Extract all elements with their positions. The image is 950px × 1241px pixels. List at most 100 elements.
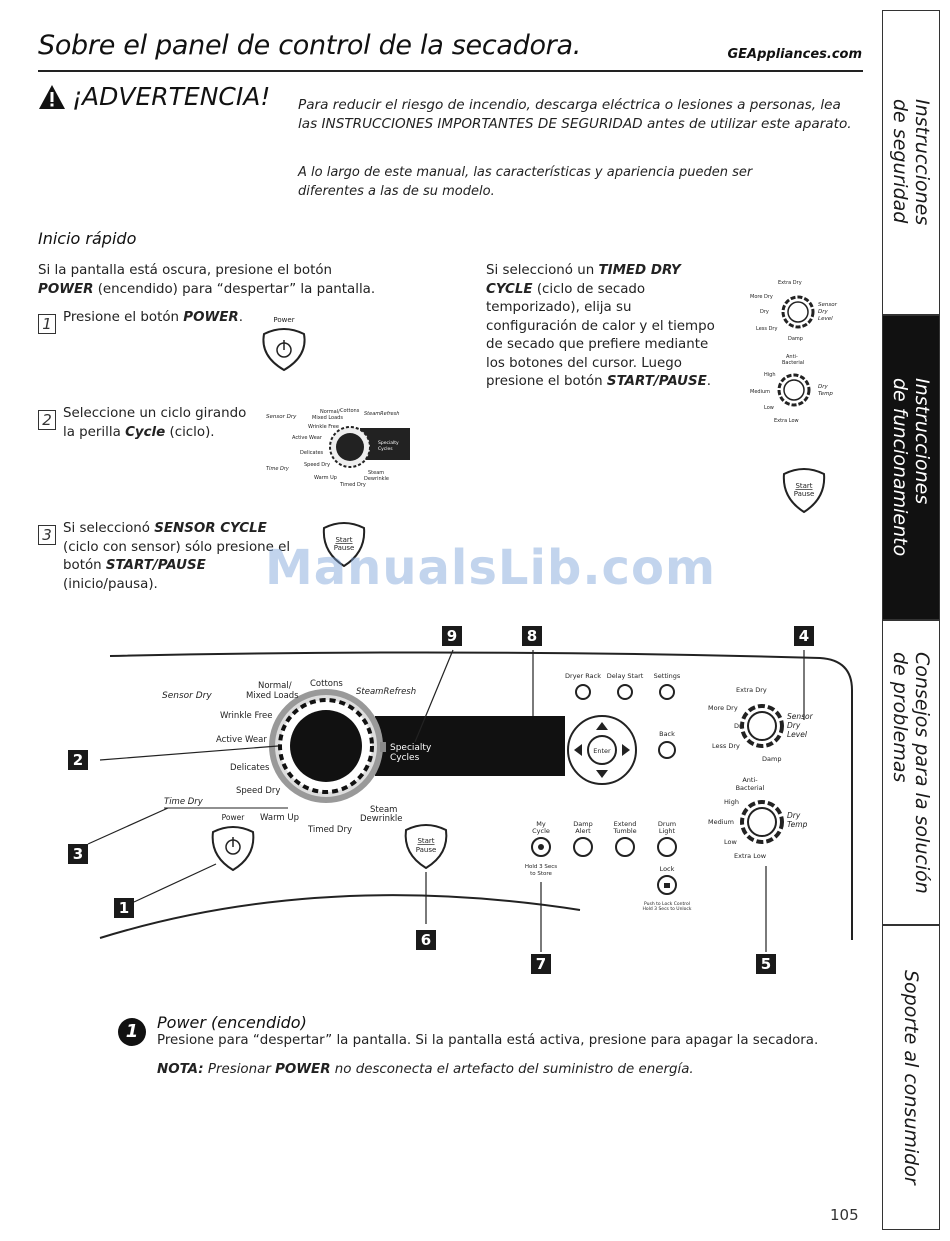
svg-text:Pause: Pause [334, 544, 355, 552]
svg-text:Start: Start [335, 536, 352, 544]
svg-text:Bacterial: Bacterial [782, 360, 804, 366]
dry-knobs-small: Extra Dry More Dry Dry Less Dry Damp Sen… [750, 280, 838, 424]
tab-operating-instructions[interactable]: Instrucciones de funcionamiento [882, 315, 940, 620]
svg-text:Steam: Steam [368, 470, 384, 476]
svg-text:Temp: Temp [818, 391, 833, 397]
svg-text:Sensor Dry: Sensor Dry [266, 414, 297, 420]
svg-text:My: My [536, 820, 546, 828]
warning-triangle-icon [39, 84, 65, 109]
svg-text:Start: Start [417, 837, 434, 845]
tab-consumer-support[interactable]: Soporte al consumidor [882, 925, 940, 1230]
svg-text:Medium: Medium [750, 389, 770, 395]
svg-text:Steam: Steam [370, 805, 397, 815]
warning-title: ¡ADVERTENCIA! [72, 82, 271, 111]
svg-text:Sensor: Sensor [787, 712, 814, 721]
page-number: 105 [830, 1206, 859, 1224]
svg-text:Level: Level [818, 316, 833, 322]
warning-note: A lo largo de este manual, las caracterí… [298, 165, 753, 199]
callout-3: 3 [68, 844, 88, 864]
svg-text:Less Dry: Less Dry [712, 742, 740, 750]
timed-dry-instructions: Si seleccionó un TIMED DRY CYCLE (ciclo … [486, 263, 715, 389]
svg-text:Medium: Medium [708, 818, 734, 826]
svg-text:Hold 3 Secs to Unlock: Hold 3 Secs to Unlock [642, 906, 691, 912]
svg-text:Warm Up: Warm Up [260, 813, 299, 823]
power-section-description: Presione para “despertar” la pantalla. S… [157, 1033, 819, 1048]
svg-text:SteamRefresh: SteamRefresh [364, 411, 399, 417]
svg-text:Temp: Temp [787, 820, 808, 829]
svg-text:Active Wear: Active Wear [292, 435, 323, 441]
callout-1: 1 [114, 898, 134, 918]
svg-text:Back: Back [659, 730, 675, 738]
step-2-number: 2 [38, 410, 56, 430]
svg-text:Dry: Dry [818, 384, 828, 390]
svg-text:Anti-: Anti- [742, 776, 758, 784]
svg-text:High: High [724, 798, 739, 806]
power-section-heading: Power (encendido) [157, 1013, 307, 1032]
callout-2: 2 [68, 750, 88, 770]
svg-text:Dewrinkle: Dewrinkle [360, 814, 402, 824]
svg-text:Speed Dry: Speed Dry [236, 786, 280, 796]
svg-text:Bacterial: Bacterial [736, 784, 765, 792]
svg-text:Speed Dry: Speed Dry [304, 462, 330, 468]
step-3-number: 3 [38, 525, 56, 545]
watermark: ManualsLib.com [265, 540, 716, 596]
svg-text:Pause: Pause [416, 846, 437, 854]
svg-text:Warm Up: Warm Up [314, 475, 337, 481]
start-pause-button-right: Start Pause [782, 468, 826, 514]
svg-text:More Dry: More Dry [750, 294, 773, 300]
svg-text:Pause: Pause [794, 490, 815, 498]
svg-text:Normal/: Normal/ [258, 681, 292, 691]
svg-text:Delicates: Delicates [230, 763, 270, 773]
step-1-text: Presione el botón POWER. [63, 310, 243, 325]
svg-text:Wrinkle Free: Wrinkle Free [308, 424, 339, 430]
cycle-knob-small: Sensor Dry Normal/ Mixed Loads Cottons S… [266, 408, 410, 488]
svg-text:Low: Low [724, 838, 737, 846]
svg-text:Sensor Dry: Sensor Dry [162, 691, 212, 701]
svg-text:Specialty: Specialty [390, 743, 432, 753]
svg-text:Start: Start [795, 482, 812, 490]
svg-text:Cycles: Cycles [390, 753, 420, 763]
svg-text:Light: Light [659, 827, 676, 835]
svg-text:Normal/: Normal/ [320, 409, 340, 415]
svg-text:Tumble: Tumble [612, 827, 636, 835]
svg-text:SteamRefresh: SteamRefresh [356, 687, 416, 697]
site-url: GEAppliances.com [727, 47, 862, 62]
callout-9: 9 [442, 626, 462, 646]
svg-text:Damp: Damp [762, 755, 781, 763]
svg-text:Mixed Loads: Mixed Loads [312, 415, 343, 421]
svg-text:Drum: Drum [658, 820, 676, 828]
power-section-number: 1 [118, 1018, 146, 1046]
svg-text:Power: Power [222, 813, 246, 822]
svg-text:Extra Dry: Extra Dry [736, 686, 767, 694]
svg-text:Active Wear: Active Wear [216, 735, 267, 745]
power-section-note: NOTA: Presionar POWER no desconecta el a… [157, 1062, 694, 1077]
svg-text:Settings: Settings [654, 672, 681, 680]
tab-safety-instructions[interactable]: Instrucciones de seguridad [882, 10, 940, 315]
svg-text:Dry: Dry [818, 309, 828, 315]
svg-text:Extra Dry: Extra Dry [778, 280, 802, 286]
svg-text:More Dry: More Dry [708, 704, 738, 712]
svg-text:Damp: Damp [573, 820, 592, 828]
callout-4: 4 [794, 626, 814, 646]
svg-text:Dry: Dry [787, 721, 801, 730]
start-pause-button-small: Start Pause [322, 522, 366, 568]
svg-text:Push to Lock Control: Push to Lock Control [644, 901, 690, 907]
callout-6: 6 [416, 930, 436, 950]
svg-text:Time Dry: Time Dry [164, 797, 204, 807]
svg-text:Low: Low [764, 405, 774, 411]
svg-text:Anti-: Anti- [786, 354, 798, 360]
svg-text:Alert: Alert [575, 827, 591, 835]
tab-troubleshooting[interactable]: Consejos para la solución de problemas [882, 620, 940, 925]
control-panel-diagram: Specialty Cycles Sensor Dry Normal/ Mixe… [87, 649, 853, 952]
svg-text:Timed Dry: Timed Dry [339, 482, 366, 488]
svg-text:Power: Power [273, 316, 294, 324]
header-rule [38, 70, 863, 72]
page-title: Sobre el panel de control de la secadora… [38, 30, 581, 61]
svg-text:Lock: Lock [660, 865, 675, 873]
svg-text:Time Dry: Time Dry [266, 466, 290, 472]
svg-text:Cycles: Cycles [378, 446, 393, 452]
quick-start-intro: Si la pantalla está oscura, presione el … [38, 263, 376, 297]
step-1-number: 1 [38, 314, 56, 334]
warning-text: Para reducir el riesgo de incendio, desc… [298, 97, 852, 132]
svg-text:Mixed Loads: Mixed Loads [246, 691, 299, 701]
